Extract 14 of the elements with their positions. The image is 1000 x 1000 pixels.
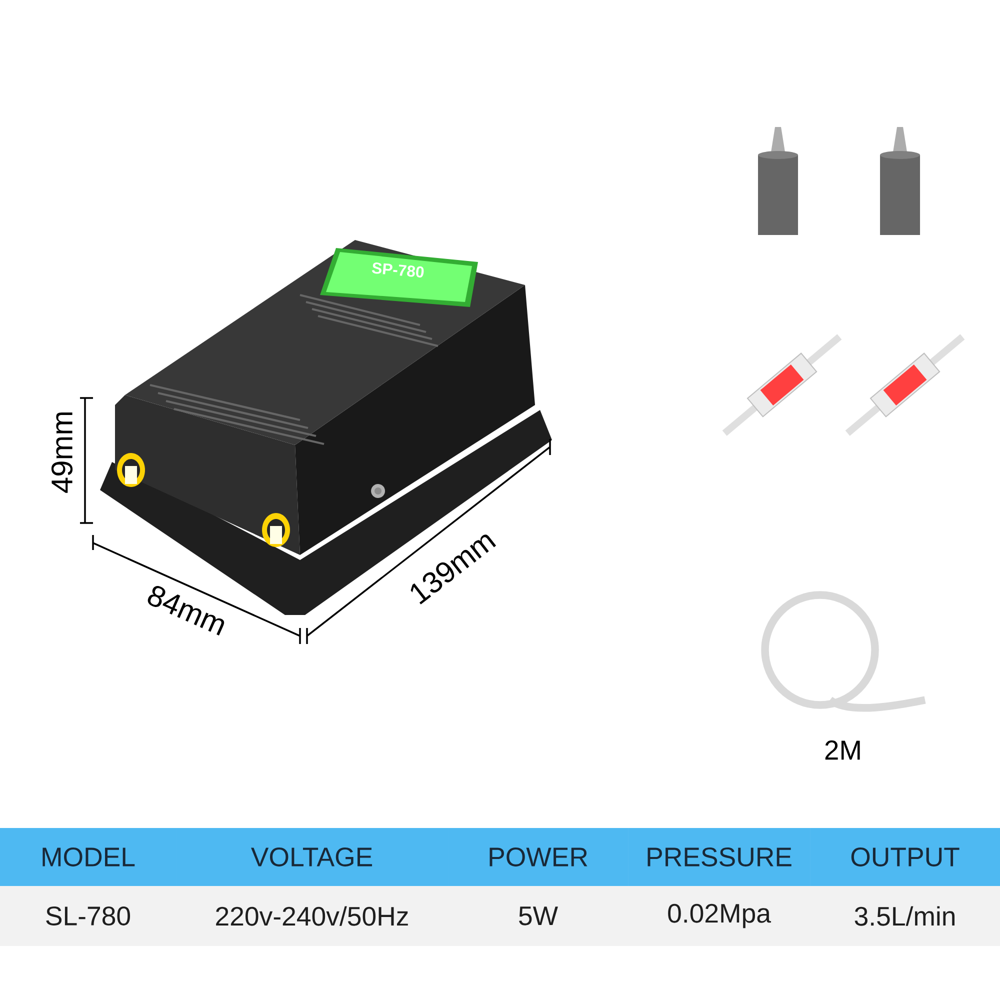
table-cell: 0.02Mpa: [628, 886, 810, 946]
header-cell: VOLTAGE: [176, 828, 448, 886]
table-cell: 220v-240v/50Hz: [176, 886, 448, 946]
table-cell: SL-780: [0, 886, 176, 946]
header-cell: OUTPUT: [810, 828, 1000, 886]
length-label: 2M: [825, 740, 860, 760]
dimension-label: 49mm: [51, 412, 73, 493]
table-cell: 5W: [448, 886, 628, 946]
model-number: SP-780: [372, 262, 424, 278]
header-cell: MODEL: [0, 828, 176, 886]
header-cell: POWER: [448, 828, 628, 886]
dimension-label: 84mm: [148, 586, 224, 636]
table-cell: 3.5L/min: [810, 886, 1000, 946]
header-cell: PRESSURE: [628, 828, 810, 886]
